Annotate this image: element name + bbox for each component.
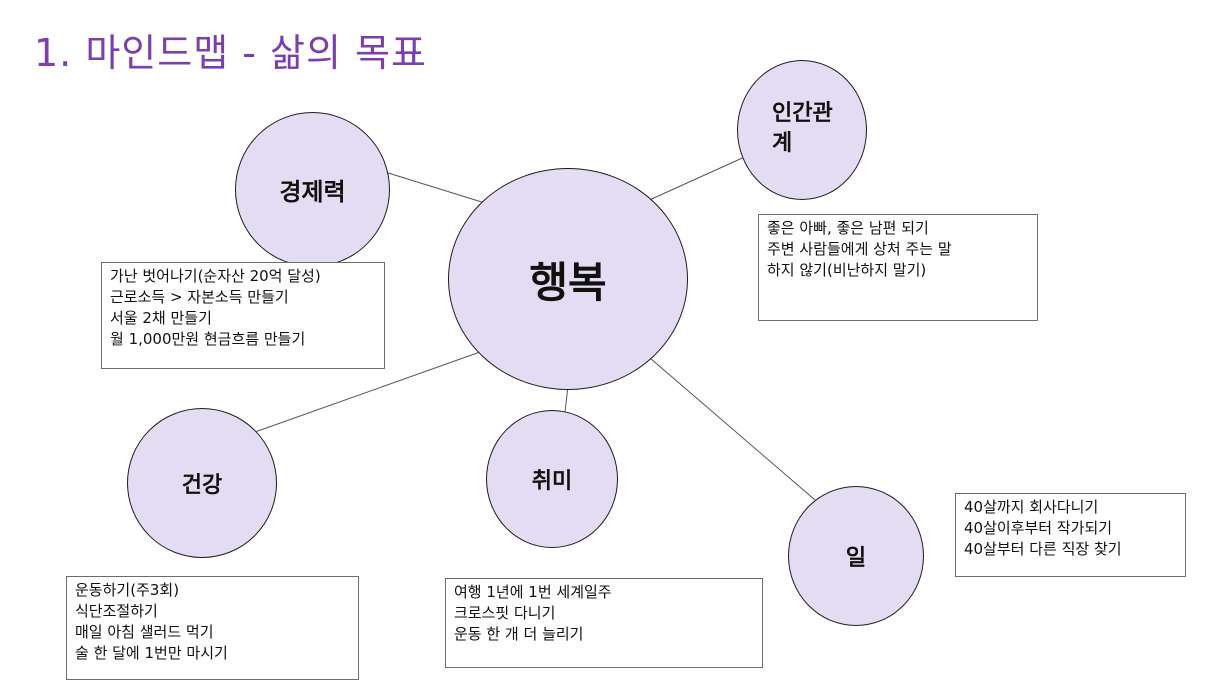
health-goals-box: 운동하기(주3회) 식단조절하기 매일 아침 샐러드 먹기 술 한 달에 1번만… [66,576,359,680]
list-item: 하지 않기(비난하지 말기) [767,261,927,279]
hobby-node: 취미 [486,410,618,548]
economy-node: 경제력 [235,112,390,267]
economy-label: 경제력 [279,178,346,206]
relationship-label-line1: 인간관 [772,101,833,126]
list-item: 운동 한 개 더 늘리기 [454,625,584,643]
health-node: 건강 [127,408,277,558]
list-item: 식단조절하기 [75,602,158,620]
center-node: 행복 [448,168,688,390]
list-item: 서울 2채 만들기 [110,309,212,327]
list-item: 운동하기(주3회) [75,581,180,599]
center-label: 행복 [529,257,607,307]
hobby-label: 취미 [531,469,573,494]
economy-goals-box: 가난 벗어나기(순자산 20억 달성) 근로소득 > 자본소득 만들기 서울 2… [101,262,385,369]
health-label: 건강 [181,473,223,498]
connector-relationship [644,149,761,203]
work-label: 일 [845,546,867,571]
hobby-goals-box: 여행 1년에 1번 세계일주 크로스핏 다니기 운동 한 개 더 늘리기 [445,578,763,668]
page-title: 1. 마인드맵 - 삶의 목표 [34,31,427,75]
list-item: 근로소득 > 자본소득 만들기 [110,288,289,306]
list-item: 40살까지 회사다니기 [964,498,1099,516]
connector-health [254,351,481,433]
list-item: 여행 1년에 1번 세계일주 [454,583,612,601]
work-goals-box: 40살까지 회사다니기 40살이후부터 작가되기 40살부터 다른 직장 찾기 [955,493,1186,577]
connector-hobby [564,385,569,413]
relationship-label-line2: 계 [772,131,793,156]
list-item: 40살이후부터 작가되기 [964,519,1113,537]
list-item: 크로스핏 다니기 [454,604,556,622]
list-item: 40살부터 다른 직장 찾기 [964,540,1122,558]
list-item: 술 한 달에 1번만 마시기 [75,644,228,662]
work-node: 일 [788,486,924,626]
relationship-node: 인간관 계 [737,60,867,200]
connector-economy [384,171,486,204]
list-item: 주변 사람들에게 상처 주는 말 [767,240,952,258]
list-item: 좋은 아빠, 좋은 남편 되기 [767,219,929,237]
list-item: 월 1,000만원 현금흐름 만들기 [110,330,306,348]
connector-work [649,357,816,501]
list-item: 가난 벗어나기(순자산 20억 달성) [110,267,321,285]
relationship-goals-box: 좋은 아빠, 좋은 남편 되기 주변 사람들에게 상처 주는 말 하지 않기(비… [758,214,1038,321]
list-item: 매일 아침 샐러드 먹기 [75,623,214,641]
